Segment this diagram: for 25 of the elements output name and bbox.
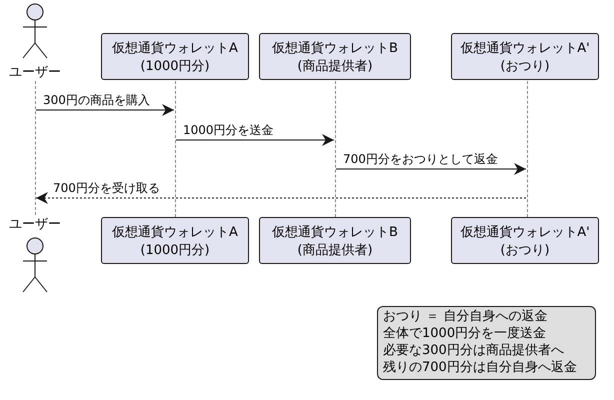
participant-box: 仮想通貨ウォレットB (商品提供者) xyxy=(259,33,411,80)
message-arrow xyxy=(176,134,334,146)
lifeline xyxy=(335,81,336,217)
actor-name: ユーザー xyxy=(8,64,62,81)
note-text: おつり ＝ 自分自身への返金 xyxy=(383,309,548,326)
message-arrow xyxy=(336,163,526,175)
lifeline xyxy=(175,81,176,217)
edge-label: 700円分をおつりとして返金 xyxy=(342,152,499,166)
participant-box: 仮想通貨ウォレットA' (おつり) xyxy=(451,217,599,264)
lifeline xyxy=(527,81,528,217)
participant-box: 仮想通貨ウォレットB (商品提供者) xyxy=(259,217,411,264)
actor-name: ユーザー xyxy=(8,216,62,233)
edge-label: 700円分を受け取る xyxy=(52,181,161,195)
message-arrow xyxy=(36,192,526,204)
participant-box: 仮想通貨ウォレットA (1000円分) xyxy=(101,33,249,80)
message-arrow xyxy=(36,104,174,116)
note-text: 全体で1000円分を一度送金 xyxy=(383,326,548,343)
edge-label: 1000円分を送金 xyxy=(182,123,275,137)
note-text: 残りの700円分は自分自身へ返金 xyxy=(383,360,578,377)
edge-label: 300円の商品を購入 xyxy=(42,93,151,107)
note-text: 必要な300円分は商品提供者へ xyxy=(383,342,565,360)
participant-box: 仮想通貨ウォレットA' (おつり) xyxy=(451,33,599,80)
participant-box: 仮想通貨ウォレットA (1000円分) xyxy=(101,217,249,264)
lifeline xyxy=(35,81,36,215)
note-box xyxy=(377,306,596,380)
